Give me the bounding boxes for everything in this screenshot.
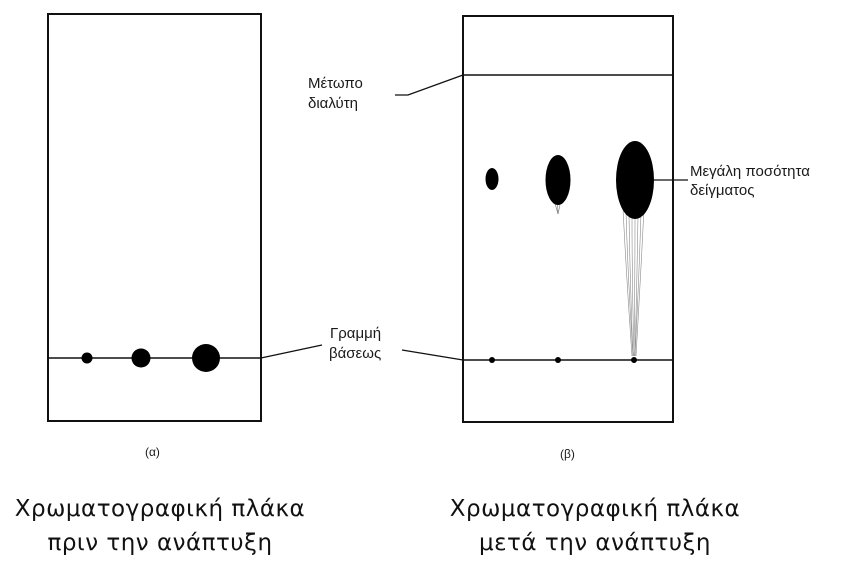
panel-a-label: (α) <box>145 445 160 459</box>
caption-b-line2: μετά την ανάπτυξη <box>478 530 712 556</box>
large-sample-label-2: δείγματος <box>690 182 754 199</box>
solvent-front-label: Μέτωπο <box>308 75 363 92</box>
plate-a-outline <box>47 13 262 422</box>
caption-after-development: Χρωματογραφική πλάκα μετά την ανάπτυξη <box>430 492 760 560</box>
leader-baseline-left <box>260 344 323 359</box>
caption-a-line1: Χρωματογραφική πλάκα <box>14 496 306 522</box>
caption-a-line2: πριν την ανάπτυξη <box>47 530 273 556</box>
solvent-front-label-2: διαλύτη <box>308 95 358 112</box>
baseline-label: Γραμμή <box>330 325 381 342</box>
plate-b-spot-medium <box>545 155 571 205</box>
plate-b-origin-dot-3 <box>631 357 637 363</box>
plate-a-spot-large <box>192 344 220 372</box>
plate-before-development <box>47 13 262 422</box>
plate-a-spot-medium <box>131 348 151 368</box>
caption-b-line1: Χρωματογραφική πλάκα <box>449 496 741 522</box>
plate-b-tail-large <box>622 207 645 357</box>
leader-lines <box>260 74 688 361</box>
panel-b-label: (β) <box>560 447 575 461</box>
plate-b-origin-dot-2 <box>555 357 561 363</box>
baseline-label-2: βάσεως <box>329 345 381 362</box>
large-sample-label: Μεγάλη ποσότητα <box>690 163 810 180</box>
plate-b-spot-large <box>616 141 654 219</box>
plate-a-spot-small <box>81 352 93 364</box>
caption-before-development: Χρωματογραφική πλάκα πριν την ανάπτυξη <box>10 492 310 560</box>
plate-b-spot-small <box>485 168 499 190</box>
leader-solvent-front <box>395 74 464 96</box>
leader-baseline-right <box>401 349 464 361</box>
plate-after-development <box>462 15 674 423</box>
plate-b-origin-dot-1 <box>489 357 495 363</box>
